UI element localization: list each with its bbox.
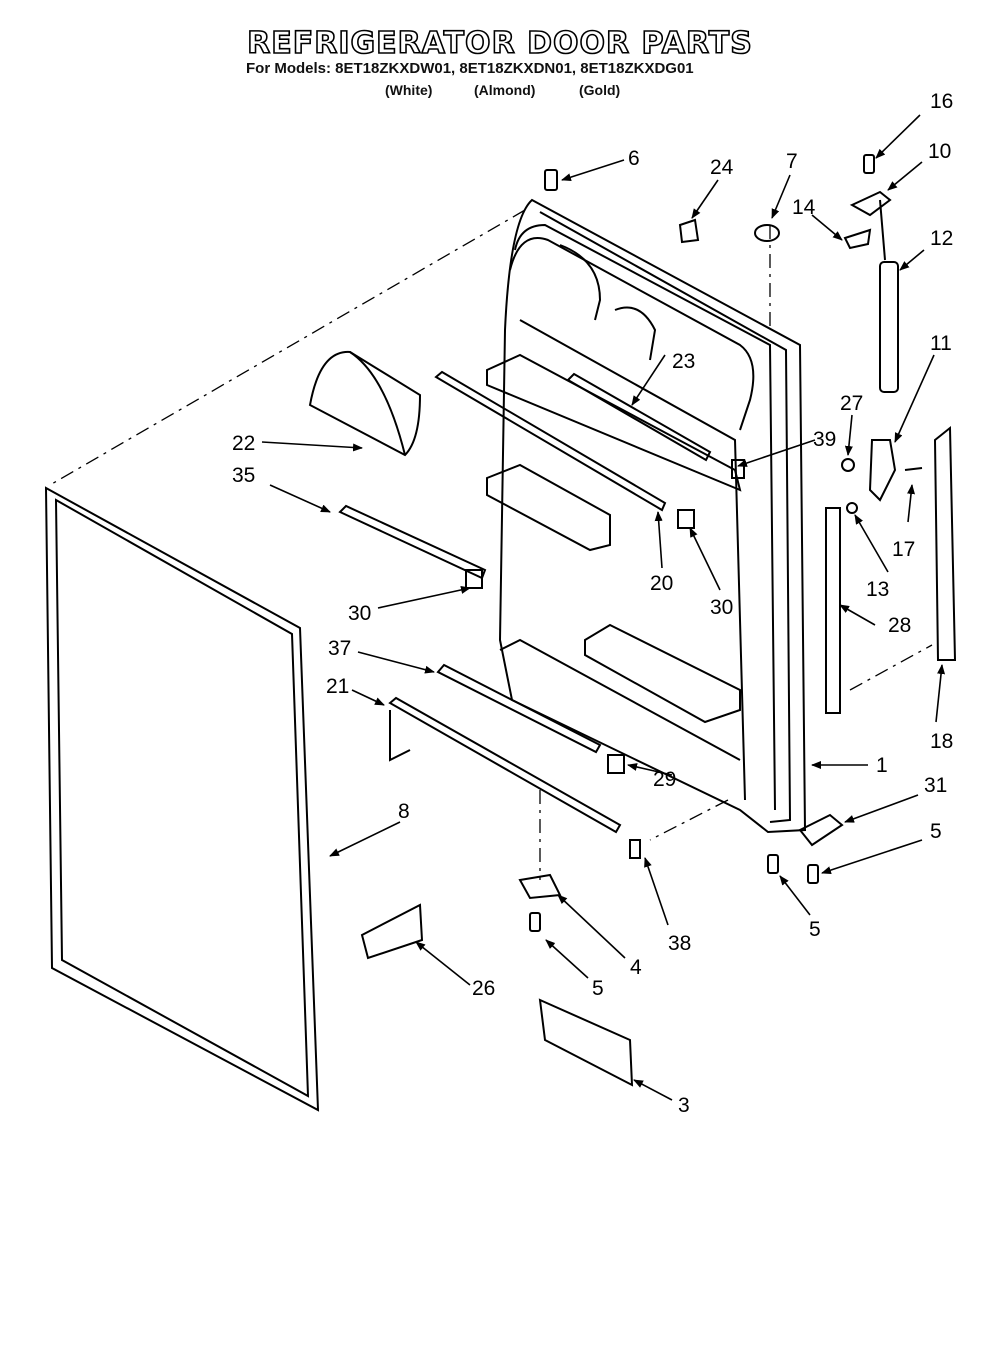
callout-31: 31: [924, 774, 947, 797]
callout-16: 16: [930, 90, 953, 113]
callout-6: 6: [628, 147, 640, 170]
callout-leaders: [261, 114, 946, 1101]
callout-38: 38: [668, 932, 691, 955]
callout-39: 39: [813, 428, 836, 451]
callout-10: 10: [928, 140, 951, 163]
callout-17: 17: [892, 538, 915, 561]
callout-28: 28: [888, 614, 911, 637]
callout-29: 29: [653, 768, 676, 791]
callout-4: 4: [630, 956, 642, 979]
callout-30-left: 30: [348, 602, 371, 625]
refrigerator-door: [486, 198, 807, 834]
callout-3: 3: [678, 1094, 690, 1117]
callout-5-right: 5: [930, 820, 942, 843]
callout-18: 18: [930, 730, 953, 753]
callout-14: 14: [792, 196, 816, 219]
color-almond: (Almond): [474, 82, 536, 98]
callout-1: 1: [876, 754, 888, 777]
door-bars: [338, 370, 712, 834]
callout-27: 27: [840, 392, 863, 415]
callout-7: 7: [786, 150, 798, 173]
callout-23: 23: [672, 350, 695, 373]
color-gold: (Gold): [579, 82, 621, 98]
assembly-guide-lines: [49, 209, 933, 880]
diagram-title: REFRIGERATOR DOOR PARTS: [246, 25, 753, 62]
callout-37: 37: [328, 637, 351, 660]
callout-22: 22: [232, 432, 255, 455]
callout-12: 12: [930, 227, 953, 250]
callout-5-center: 5: [592, 977, 604, 1000]
callout-30-right: 30: [710, 596, 733, 619]
callout-13: 13: [866, 578, 889, 601]
callout-8: 8: [398, 800, 410, 823]
callout-24: 24: [710, 156, 734, 179]
door-gasket: [44, 486, 320, 1112]
dairy-door: [308, 350, 422, 457]
callout-35: 35: [232, 464, 255, 487]
callout-21: 21: [326, 675, 349, 698]
callout-20: 20: [650, 572, 673, 595]
color-white: (White): [385, 82, 433, 98]
callout-26: 26: [472, 977, 495, 1000]
callout-5-bottom: 5: [809, 918, 821, 941]
hardware-parts: [360, 154, 957, 1087]
callout-numbers: 6 24 7 16 10 14 12 11 27 39 17 13 28 18 …: [232, 90, 953, 1117]
callout-11: 11: [930, 332, 952, 355]
models-line: For Models: 8ET18ZKXDW01, 8ET18ZKXDN01, …: [246, 60, 694, 77]
